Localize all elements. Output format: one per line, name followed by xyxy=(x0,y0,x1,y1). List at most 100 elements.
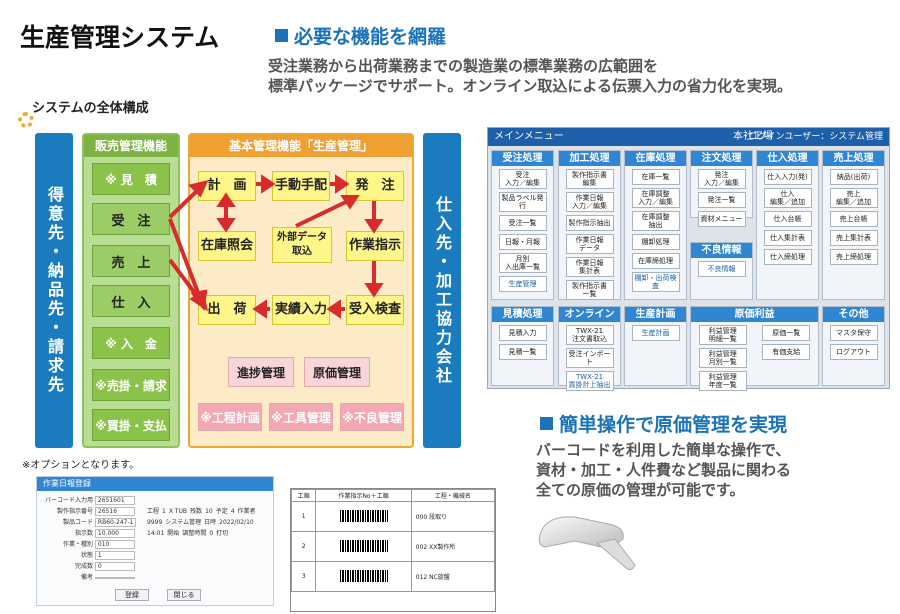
menu-button[interactable]: 月別 入出庫一覧 xyxy=(498,253,547,273)
form-field[interactable]: 10.000 xyxy=(94,529,135,538)
menu-button[interactable]: 利益管理 年度一覧 xyxy=(698,371,747,391)
menu-button[interactable]: 日報・月報 xyxy=(498,234,547,250)
close-button[interactable]: 閉じる xyxy=(167,589,201,601)
feature-desc-1: 受注業務から出荷業務までの製造業の標準業務の広範囲を 標準パッケージでサポート。… xyxy=(268,57,792,95)
menu-button[interactable]: 在庫一覧 xyxy=(631,169,680,185)
menu-column-header: 仕入処理 xyxy=(757,151,818,166)
menu-button[interactable]: マスタ保守 xyxy=(829,325,878,341)
menu-button[interactable]: 見積一覧 xyxy=(498,344,547,360)
menu-button[interactable]: 売上台帳 xyxy=(829,211,878,227)
menu-button[interactable]: 製作指示書 編集 xyxy=(565,169,614,189)
menu-column-header: 原価利益 xyxy=(691,307,818,322)
menu-column: 不良情報不良情報 xyxy=(690,242,753,300)
sales-header: 販売管理機能 xyxy=(84,135,178,157)
sales-panel: 販売管理機能 ※ 見 積 受 注 売 上 仕 入 ※ 入 金 ※売掛・請求 ※買… xyxy=(82,133,180,448)
menu-button[interactable]: 仕入締処理 xyxy=(763,249,812,265)
process-plan-box: ※工程計画 xyxy=(198,403,262,431)
sales-item: 仕 入 xyxy=(92,285,170,317)
menu-button[interactable]: TWX-21 注文書取込 xyxy=(565,325,614,345)
menu-button[interactable]: 不良情報 xyxy=(697,261,746,277)
menu-button[interactable]: 製作指示抽出 xyxy=(565,215,614,231)
menu-button[interactable]: ログアウト xyxy=(829,344,878,360)
menu-column-header: 加工処理 xyxy=(559,151,620,166)
menu-button[interactable]: 売上 編集／追加 xyxy=(829,188,878,208)
menu-button[interactable]: 発注 入力／編集 xyxy=(697,169,746,189)
form-row: 状態 1 xyxy=(41,550,135,560)
form-field[interactable]: 0 xyxy=(94,562,135,571)
menu-button[interactable]: 売上集計表 xyxy=(829,230,878,246)
menu-column-header: 売上処理 xyxy=(823,151,884,166)
menu-button[interactable]: 作業日報 データ xyxy=(565,234,614,254)
menu-button[interactable]: 見積入力 xyxy=(498,325,547,341)
form-field[interactable]: 010 xyxy=(94,540,135,549)
menu-titlebar: メインメニュー 本社工場 ログインユーザー：システム管理 xyxy=(488,128,889,146)
sales-item: ※ 見 積 xyxy=(92,163,170,195)
menu-button[interactable]: 利益管理 月別一覧 xyxy=(698,348,747,368)
menu-column: 在庫処理在庫一覧在庫調整 入力／編集在庫調整 抽出棚卸処理在庫締処理棚卸・出荷検… xyxy=(624,150,687,300)
core-panel: 基本管理機能「生産管理」 計 画 手動手配 発 注 在庫照会 外部データ 取込 … xyxy=(188,133,414,448)
menu-button[interactable]: 売上締処理 xyxy=(829,249,878,265)
menu-button[interactable]: 棚卸処理 xyxy=(631,234,680,250)
menu-button[interactable]: 仕入集計表 xyxy=(763,230,812,246)
menu-button[interactable]: 納品(出荷) xyxy=(829,169,878,185)
sales-item: 売 上 xyxy=(92,245,170,277)
menu-button[interactable]: 在庫締処理 xyxy=(631,253,680,269)
tool-box: ※工具管理 xyxy=(269,403,333,431)
menu-button[interactable]: 在庫調整 抽出 xyxy=(631,211,680,231)
form-field[interactable]: RB60-247-1 xyxy=(94,518,137,527)
external-box: 外部データ 取込 xyxy=(272,227,332,263)
defect-box: ※不良管理 xyxy=(340,403,404,431)
menu-button[interactable]: 受注一覧 xyxy=(498,215,547,231)
main-menu-screenshot: メインメニュー 本社工場 ログインユーザー：システム管理 受注処理受注 入力／編… xyxy=(487,127,890,391)
barcode-image xyxy=(339,509,388,522)
sales-item: ※買掛・支払 xyxy=(92,409,170,441)
sales-item: ※ 入 金 xyxy=(92,327,170,359)
menu-button[interactable]: 生産管理 xyxy=(498,276,547,292)
menu-button[interactable]: 受注 入力／編集 xyxy=(498,169,547,189)
menu-button[interactable]: 仕入台帳 xyxy=(763,211,812,227)
table-header: 工程・機械名 xyxy=(410,489,496,502)
menu-button[interactable]: 仕入 編集／追加 xyxy=(763,188,812,208)
feature-heading-2: 簡単操作で原価管理を実現 xyxy=(540,410,787,437)
result-box: 実績入力 xyxy=(272,295,330,325)
menu-button[interactable]: 在庫調整 入力／編集 xyxy=(631,188,680,208)
menu-button[interactable]: 生産計画 xyxy=(631,325,680,341)
menu-button[interactable]: 製品ラベル発行 xyxy=(498,192,547,212)
form-row: 製品コード RB60-247-1 xyxy=(41,517,137,527)
feature-desc-2: バーコードを利用した簡単な操作で、 資材・加工・人件費など製品に関わる 全ての原… xyxy=(536,441,792,499)
form-title: 作業日報登録 xyxy=(37,477,273,491)
sales-item: 受 注 xyxy=(92,203,170,235)
menu-button[interactable]: 作業日報 入力／編集 xyxy=(565,192,614,212)
menu-column: 生産計画生産計画 xyxy=(624,306,687,386)
barcode-image xyxy=(339,539,388,552)
menu-button[interactable]: TWX-21 買掛計上抽出 xyxy=(565,371,614,391)
menu-button[interactable]: 利益管理 明細一覧 xyxy=(698,325,747,345)
menu-column: 加工処理製作指示書 編集作業日報 入力／編集製作指示抽出作業日報 データ作業日報… xyxy=(558,150,621,300)
menu-button[interactable]: 作業日報 集計表 xyxy=(565,257,614,277)
form-field[interactable]: 1 xyxy=(94,551,135,560)
form-field[interactable]: 2651601 xyxy=(94,496,135,505)
stock-box: 在庫照会 xyxy=(198,231,256,261)
page-title: 生産管理システム xyxy=(20,23,220,52)
form-row: バーコード入力用 2651601 xyxy=(41,495,135,505)
form-row: 指示数 10.000 xyxy=(41,528,135,538)
menu-button[interactable]: 受注インポート xyxy=(565,348,614,368)
form-field[interactable] xyxy=(94,577,135,579)
menu-button[interactable]: 仕入入力(発) xyxy=(763,169,812,185)
menu-button[interactable]: 資材メニュー xyxy=(697,211,746,227)
menu-button[interactable]: 製作指示書 一覧 xyxy=(565,280,614,300)
menu-column: 受注処理受注 入力／編集製品ラベル発行受注一覧日報・月報月別 入出庫一覧生産管理 xyxy=(491,150,554,300)
sales-item: ※売掛・請求 xyxy=(92,369,170,401)
form-field[interactable]: 26516 xyxy=(94,507,135,516)
menu-button[interactable]: 有価支給 xyxy=(762,344,811,360)
feature-heading-1: 必要な機能を網羅 xyxy=(275,22,446,49)
menu-column: 仕入処理仕入入力(発) 仕入 編集／追加仕入台帳仕入集計表仕入締処理 xyxy=(756,150,819,300)
menu-button[interactable]: 原価一覧 xyxy=(762,325,811,341)
register-button[interactable]: 登録 xyxy=(115,589,149,601)
menu-button[interactable]: 棚卸・出荷検査 xyxy=(631,272,680,292)
menu-button[interactable]: 発注一覧 xyxy=(697,192,746,208)
